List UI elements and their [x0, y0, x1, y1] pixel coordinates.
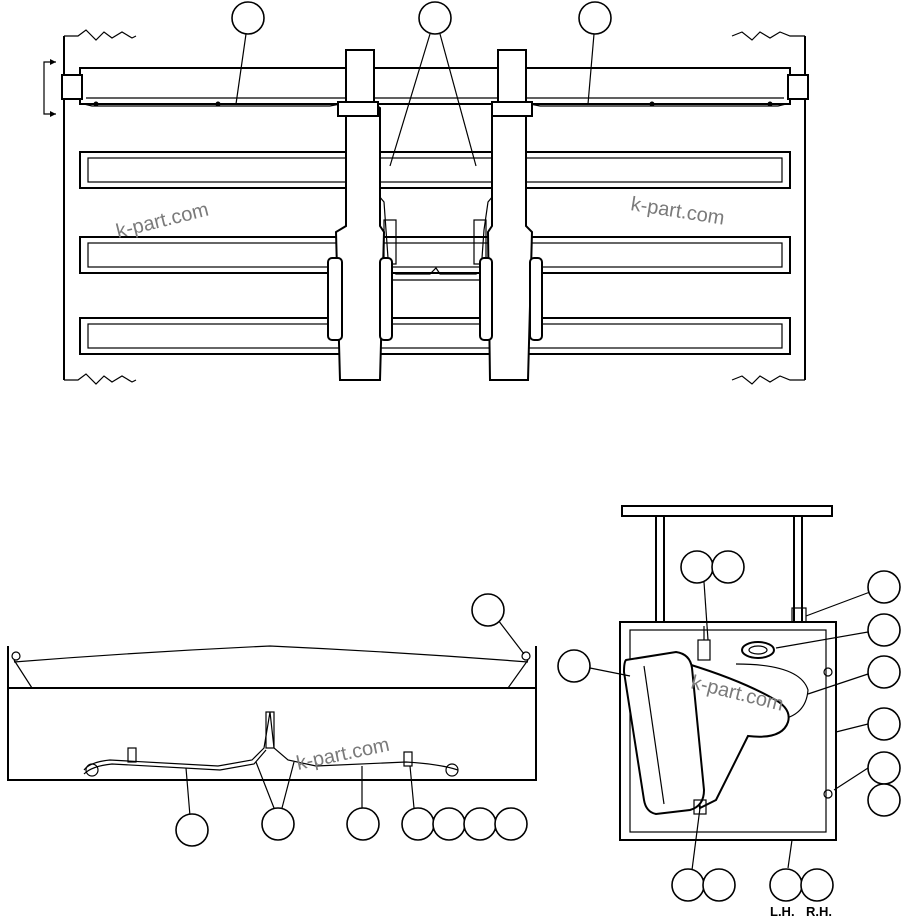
callout-bubble [867, 613, 901, 647]
callout-bubble [557, 649, 591, 683]
watermark: k-part.com [629, 193, 726, 230]
callout-bubble [711, 550, 745, 584]
callout-bubble [680, 550, 714, 584]
callout-bubble [867, 570, 901, 604]
callouts-lamp [557, 550, 901, 902]
callouts-side [175, 593, 528, 847]
side-view-frame [7, 645, 537, 781]
callout-bubble [769, 868, 803, 902]
callout-bubble [867, 751, 901, 785]
work-lamp [622, 626, 833, 816]
callout-bubble [671, 868, 705, 902]
callout-bubble [494, 807, 528, 841]
cross-beams [79, 67, 791, 355]
callouts-top [231, 1, 612, 167]
callout-bubble [800, 868, 834, 902]
callout-bubble [867, 783, 901, 817]
harness-top [83, 101, 787, 281]
callout-bubble [867, 655, 901, 689]
lamp-detail-frame [619, 505, 837, 841]
end-lamps [61, 74, 809, 100]
forks [327, 49, 543, 381]
callout-bubble [471, 593, 505, 627]
callout-bubble [702, 868, 736, 902]
callout-bubble [432, 807, 466, 841]
watermark: k-part.com [294, 734, 391, 775]
callout-bubble [867, 707, 901, 741]
callout-bubble [231, 1, 265, 35]
callout-bubble [578, 1, 612, 35]
callout-bubble [463, 807, 497, 841]
callout-bubble [418, 1, 452, 35]
callout-bubble [261, 807, 295, 841]
lh-label: L.H. [770, 904, 795, 919]
callout-bubble [346, 807, 380, 841]
callout-bubble [401, 807, 435, 841]
callout-bubble [175, 813, 209, 847]
rh-label: R.H. [806, 904, 832, 919]
